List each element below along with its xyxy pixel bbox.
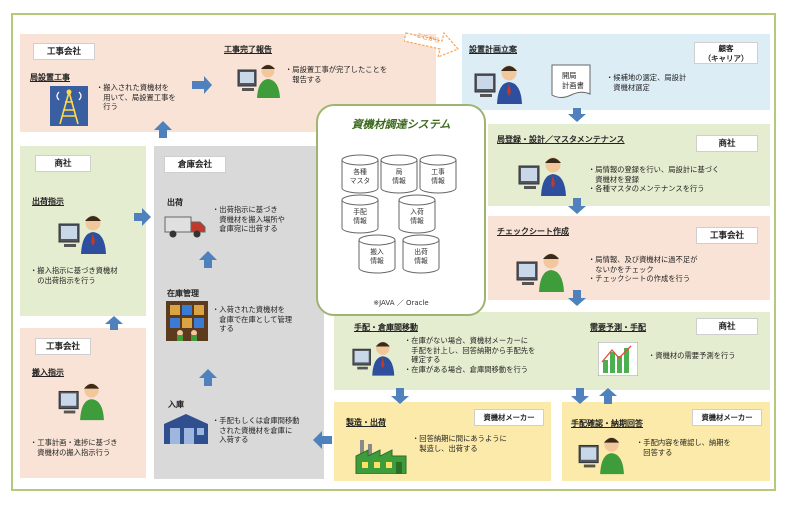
warehouse-building-icon	[164, 414, 208, 444]
actor-tag: 工事会社	[35, 338, 91, 355]
actor-tag: 資機材メーカー	[474, 409, 544, 426]
database-label: 局 情報	[392, 168, 406, 185]
staff-at-computer-icon	[352, 341, 395, 376]
database-cylinder-icon: 各種 マスタ	[341, 154, 379, 194]
step-text: ・入荷された資機材を 倉庫で在庫として管理 する	[212, 305, 293, 334]
diagram-frame	[11, 13, 776, 491]
database-label: 手配 情報	[353, 208, 367, 225]
step-title: 工事完了報告	[224, 45, 272, 54]
step-text: ・手配もしくは倉庫間移動 された資機材を倉庫に 入荷する	[212, 416, 300, 445]
database-cylinder-icon: 手配 情報	[341, 194, 379, 234]
actor-tag: 商社	[696, 135, 758, 152]
step-text: ・回答納期に間にあうように 製造し、出荷する	[412, 434, 507, 453]
step-text: ・手配内容を確認し、納期を 回答する	[636, 438, 731, 457]
database-cylinder-icon: 入荷 情報	[398, 194, 436, 234]
worker-at-computer-icon	[578, 437, 624, 475]
customer-at-computer-icon	[474, 65, 522, 104]
step-text: ・資機材の需要予測を行う	[648, 351, 736, 360]
plan-document-icon	[551, 64, 591, 98]
bar-chart-icon	[598, 342, 638, 376]
actor-tag: 倉庫会社	[164, 156, 226, 173]
staff-at-computer-icon	[518, 157, 566, 196]
warehouse-shelves-icon	[166, 301, 208, 341]
database-label: 各種 マスタ	[349, 168, 371, 185]
staff-at-computer-icon	[58, 215, 106, 254]
actor-tag: 資機材メーカー	[692, 409, 762, 426]
panel-shukka-shiji	[20, 146, 146, 316]
step-title: 出荷指示	[32, 197, 64, 206]
step-text: ・局情報の登録を行い、局設計に基づく 資機材を登録 ・各種マスタのメンテナンスを…	[588, 165, 720, 194]
truck-icon	[164, 216, 206, 238]
step-text: ・搬入指示に基づき資機材 の出荷指示を行う	[30, 266, 118, 285]
step-title: チェックシート作成	[497, 227, 569, 236]
database-label: 入荷 情報	[410, 208, 424, 225]
step-title: 入庫	[168, 400, 184, 409]
step-text: ・工事計画・進捗に基づき 資機材の搬入指示行う	[30, 438, 118, 457]
database-cylinder-icon: 工事 情報	[419, 154, 457, 194]
step-text: ・搬入された資機材を 用いて、局設置工事を 行う	[96, 83, 176, 112]
worker-at-computer-icon	[516, 253, 564, 292]
actor-tag: 商社	[696, 318, 758, 335]
step-title: 搬入指示	[32, 368, 64, 377]
step-text: ・在庫がない場合、資機材メーカーに 手配を計上し、回答納期から手配先を 確定する…	[404, 336, 536, 374]
step-title: 需要予測・手配	[590, 323, 646, 332]
database-label: 工事 情報	[431, 168, 445, 185]
database-cylinder-icon: 搬入 情報	[358, 234, 396, 274]
step-title: 局登録・設計／マスタメンテナンス	[497, 135, 625, 144]
antenna-tower-icon	[50, 86, 88, 126]
worker-at-computer-icon	[237, 64, 280, 98]
step-text: ・局情報、及び資機材に過不足が ないかをチェック ・チェックシートの作成を行う	[588, 255, 698, 284]
actor-tag: 工事会社	[696, 227, 758, 244]
step-title: 手配・倉庫間移動	[354, 323, 418, 332]
actor-tag: 顧客 （キャリア）	[694, 42, 758, 64]
step-text: ・出荷指示に基づき 資機材を搬入場所や 倉庫宛に出荷する	[212, 205, 285, 234]
step-title: 出荷	[167, 198, 183, 207]
actor-tag: 工事会社	[33, 43, 95, 60]
actor-tag: 商社	[35, 155, 91, 172]
step-title: 局設置工事	[30, 73, 70, 82]
database-cylinder-icon: 局 情報	[380, 154, 418, 194]
step-text: ・局設置工事が完了したことを 報告する	[285, 65, 388, 84]
start-arrow-icon	[404, 31, 460, 58]
database-label: 出荷 情報	[414, 248, 428, 265]
document-label: 開局 計画書	[562, 71, 584, 90]
worker-at-computer-icon	[58, 383, 104, 421]
system-note: ※JAVA ／ Oracle	[373, 299, 429, 307]
step-title: 手配確認・納期回答	[571, 419, 643, 428]
system-title: 資機材調達システム	[351, 118, 451, 131]
database-cylinder-icon: 出荷 情報	[402, 234, 440, 274]
step-title: 製造・出荷	[346, 418, 386, 427]
factory-icon	[355, 440, 407, 474]
database-label: 搬入 情報	[370, 248, 384, 265]
step-text: ・候補地の選定、局設計 資機材選定	[606, 73, 687, 92]
step-title: 設置計画立案	[469, 45, 517, 54]
step-title: 在庫管理	[167, 289, 199, 298]
